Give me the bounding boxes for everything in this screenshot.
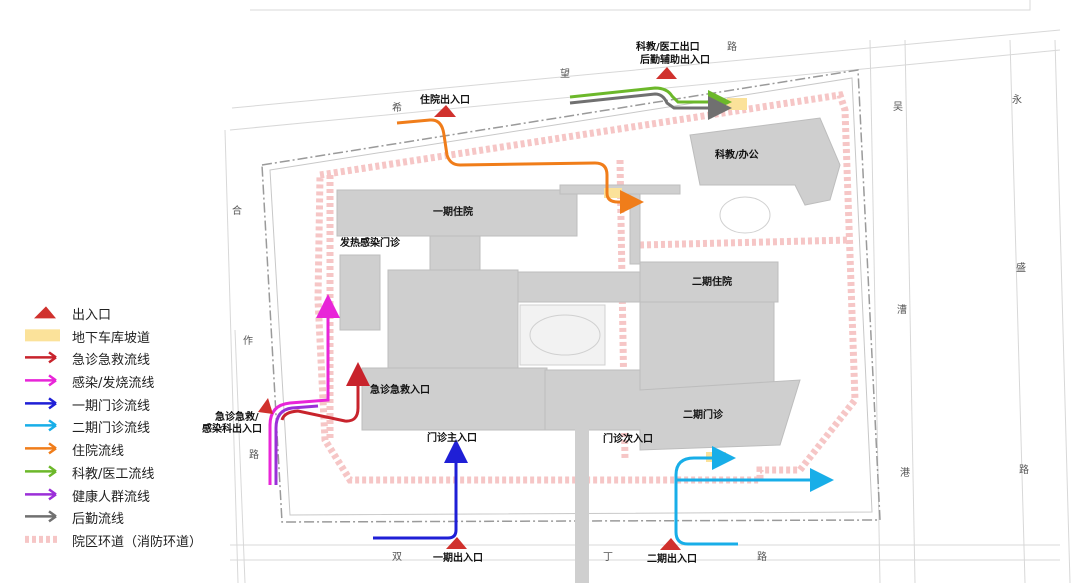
legend-label: 地下车库坡道 <box>72 330 151 346</box>
label-research-exit-2: 后勤辅助出入口 <box>640 53 710 66</box>
legend-item-ring-road: 院区环道（消防环道） <box>12 528 222 551</box>
legend-label: 二期门诊流线 <box>72 421 151 437</box>
legend-label: 出入口 <box>72 308 112 323</box>
legend-item-infection: 感染/发烧流线 <box>12 369 222 392</box>
legend-item-research: 科教/医工流线 <box>12 460 222 483</box>
label-outpatient-main: 门诊主入口 <box>427 431 477 444</box>
legend-item-phase2-outpatient: 二期门诊流线 <box>12 414 222 437</box>
road-east1-1: 吴 <box>893 101 903 113</box>
label-phase2-inpatient: 二期住院 <box>692 275 732 288</box>
legend-label: 住院流线 <box>72 444 125 460</box>
legend-item-emergency: 急诊急救流线 <box>12 346 222 369</box>
label-outpatient-secondary: 门诊次入口 <box>603 432 653 445</box>
context-lines <box>224 0 1071 583</box>
legend-item-ramp: 地下车库坡道 <box>12 324 222 347</box>
label-emergency-exit-1: 急诊急救/ <box>215 410 259 423</box>
flow-phase1-outpatient <box>373 439 468 540</box>
road-south-1: 双 <box>392 551 402 563</box>
legend-label: 后勤流线 <box>72 512 125 528</box>
label-fever-clinic: 发热感染门诊 <box>339 236 401 249</box>
label-inpatient-exit: 住院出入口 <box>420 93 470 106</box>
label-phase1-entrance: 一期出入口 <box>433 551 483 564</box>
label-emergency-exit-2: 感染科出入口 <box>202 422 262 435</box>
entrance-triangle <box>446 537 467 549</box>
flow-logistics <box>569 92 732 120</box>
legend-item-inpatient: 住院流线 <box>12 437 222 460</box>
entrance-triangle <box>660 538 681 550</box>
road-west-2: 作 <box>243 335 253 347</box>
legend-label: 一期门诊流线 <box>72 398 151 414</box>
site-boundary <box>261 69 881 523</box>
label-research-exit-1: 科教/医工出口 <box>636 40 700 53</box>
ramp <box>727 98 747 110</box>
flow-research <box>569 86 732 114</box>
road-north-1: 希 <box>392 101 402 114</box>
triangle-icon <box>34 306 56 319</box>
arrow-icon <box>25 351 57 364</box>
arrow-icon <box>25 487 57 500</box>
legend-item-logistics: 后勤流线 <box>12 505 222 528</box>
road-north-2: 望 <box>560 67 570 80</box>
legend: 出入口 地下车库坡道 急诊急救流线 感染/发烧流线 一期门诊流线 二期门诊流线 … <box>12 301 222 551</box>
label-phase2-outpatient: 二期门诊 <box>683 408 724 421</box>
road-south-2: 丁 <box>603 552 613 563</box>
dashed-road-icon <box>25 535 60 543</box>
courtyard-oval <box>529 314 601 356</box>
arrow-icon <box>25 419 57 432</box>
road-east1-3: 港 <box>900 467 910 479</box>
flow-inpatient <box>396 118 644 214</box>
road-east2-1: 永 <box>1012 93 1022 106</box>
label-emergency-entrance: 急诊急救入口 <box>370 383 430 396</box>
buildings <box>336 117 841 451</box>
road-west-3: 路 <box>249 448 259 461</box>
label-research-office: 科教/办公 <box>715 148 759 161</box>
legend-item-entrance: 出入口 <box>12 301 222 324</box>
legend-label: 健康人群流线 <box>72 489 151 505</box>
label-phase2-entrance: 二期出入口 <box>647 552 697 565</box>
legend-label: 急诊急救流线 <box>72 353 151 369</box>
road-east2-2: 盛 <box>1016 261 1026 274</box>
legend-label: 感染/发烧流线 <box>72 376 155 392</box>
flow-emergency <box>280 362 370 423</box>
legend-label: 院区环道（消防环道） <box>72 534 203 550</box>
ramp <box>604 188 622 198</box>
entrance-triangle <box>656 67 677 79</box>
arrow-icon <box>25 442 57 455</box>
ramp-swatch-icon <box>25 329 60 342</box>
road-south-3: 路 <box>757 550 767 563</box>
road-east2-3: 路 <box>1019 463 1029 476</box>
legend-item-phase1-outpatient: 一期门诊流线 <box>12 392 222 415</box>
flow-healthy <box>274 404 319 485</box>
entrance-triangle <box>258 398 273 414</box>
arrow-icon <box>25 374 57 387</box>
flow-infection <box>268 294 340 485</box>
road-west-1: 合 <box>232 204 242 217</box>
label-phase1-inpatient: 一期住院 <box>433 205 473 218</box>
arrow-icon <box>25 397 57 410</box>
road-east1-2: 漕 <box>897 303 907 316</box>
plaza-oval <box>719 196 771 234</box>
arrow-icon <box>25 510 57 523</box>
arrow-icon <box>25 465 57 478</box>
courtyard <box>519 304 606 366</box>
legend-item-healthy: 健康人群流线 <box>12 483 222 506</box>
road-north-3: 路 <box>727 40 737 53</box>
legend-label: 科教/医工流线 <box>72 466 155 482</box>
entrance-markers <box>258 67 681 550</box>
flow-phase2-outpatient <box>674 446 738 546</box>
entrance-triangle <box>434 105 456 117</box>
south-corridor <box>575 395 589 583</box>
